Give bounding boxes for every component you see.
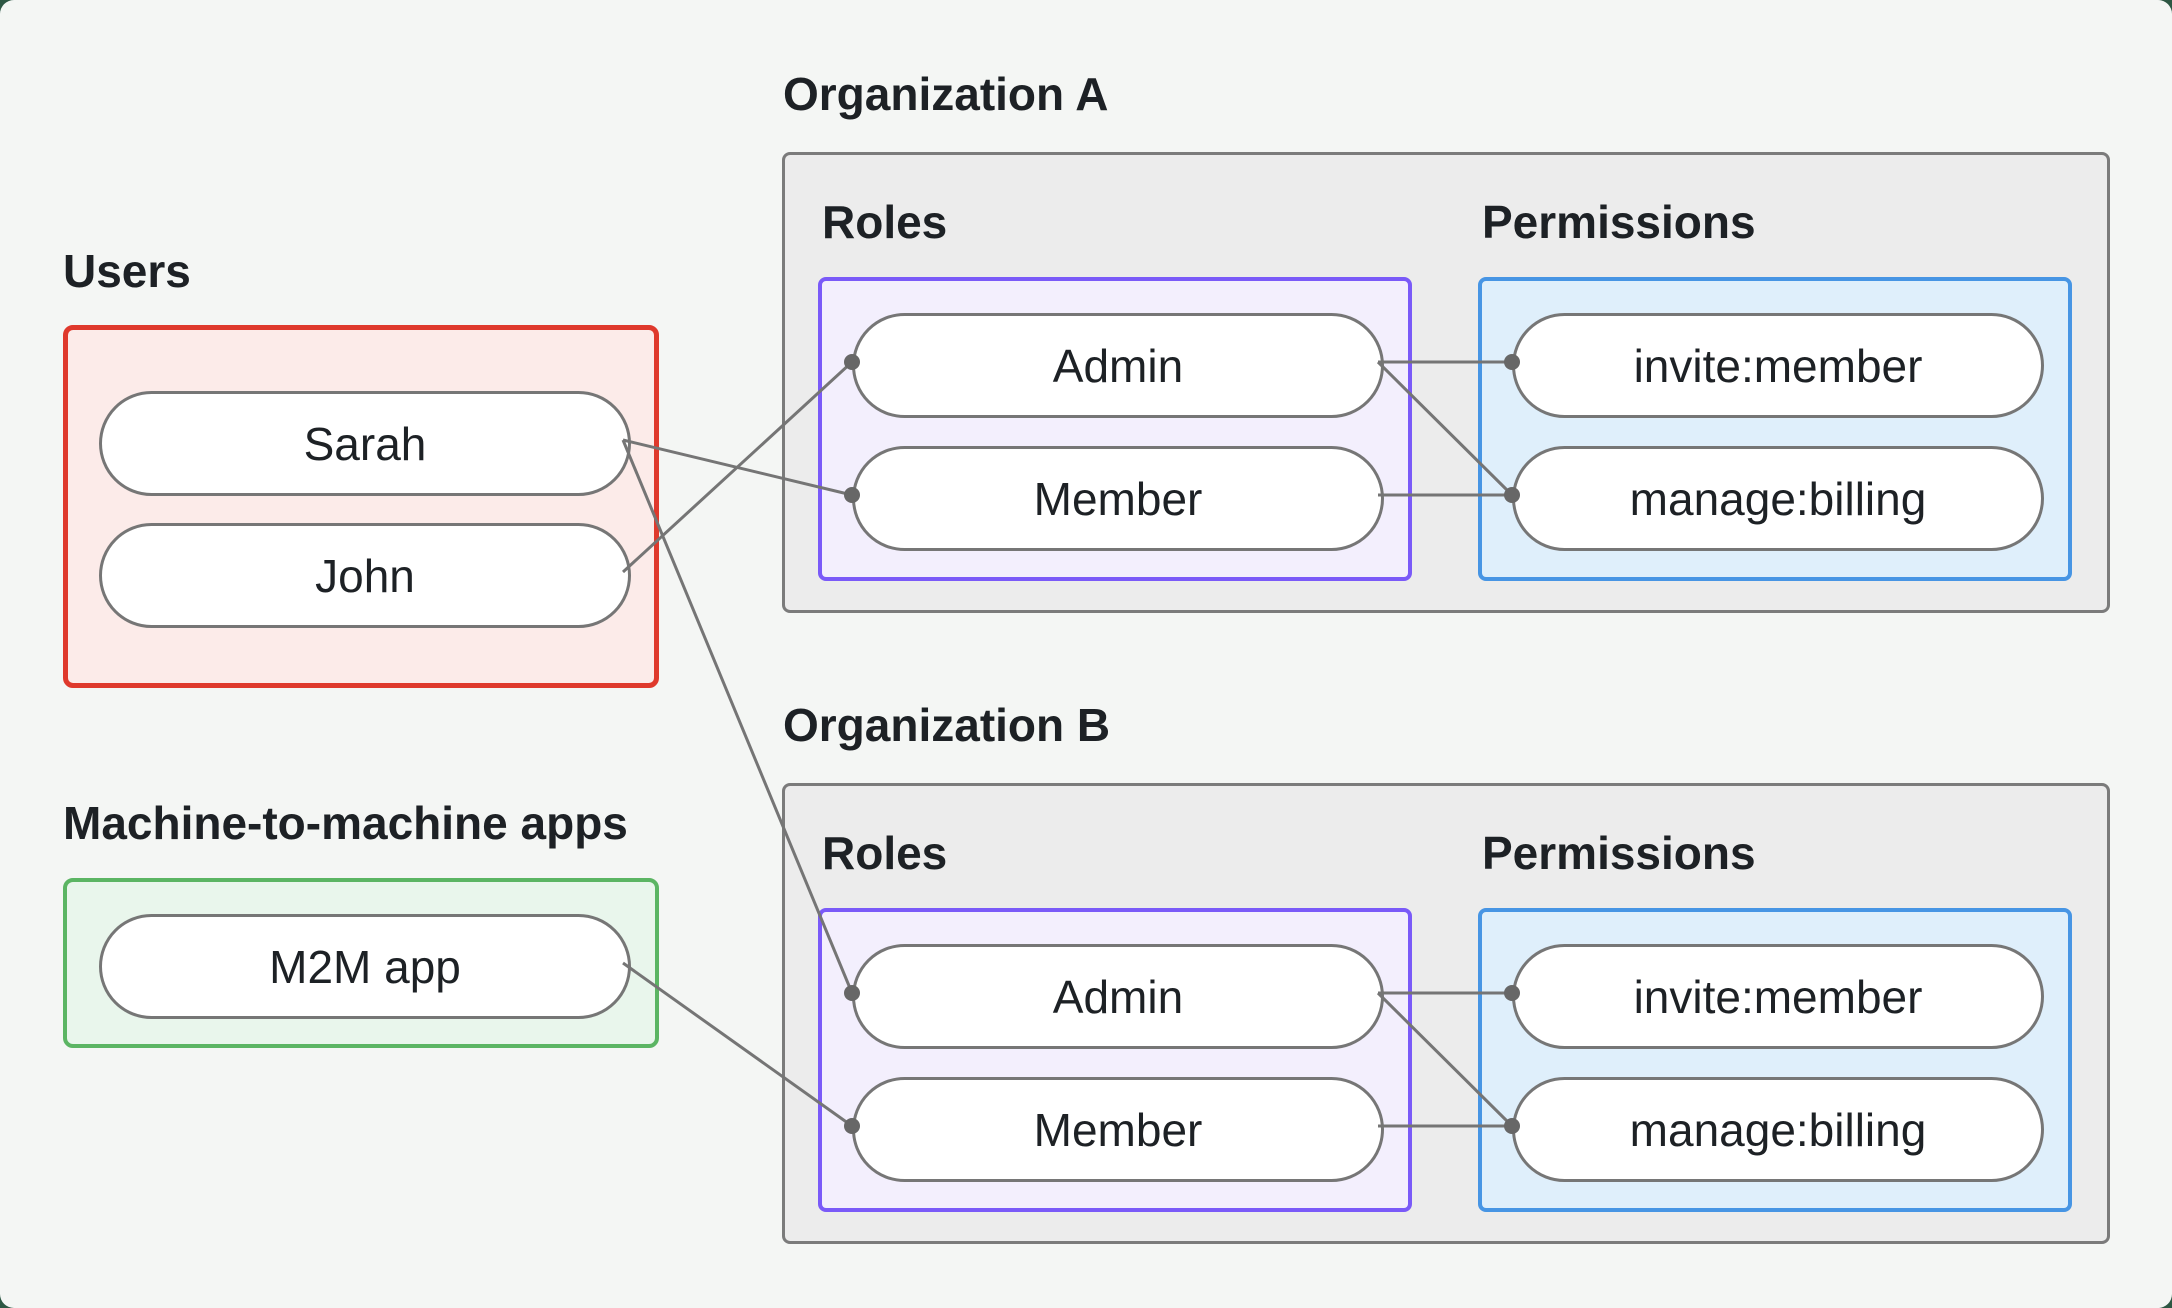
org-b-roles-label: Roles <box>822 827 948 879</box>
m2m-app-pill: M2M app <box>99 914 631 1019</box>
users-section-label: Users <box>63 245 191 297</box>
org-a-roles-box: Admin Member <box>818 277 1412 581</box>
users-box: Sarah John <box>63 325 659 688</box>
user-pill-sarah: Sarah <box>99 391 631 496</box>
org-b-title: Organization B <box>783 699 1111 751</box>
org-b-permission-billing: manage:billing <box>1512 1077 2044 1182</box>
org-b-box: Roles Permissions Admin Member invite:me… <box>782 783 2110 1244</box>
org-a-permission-billing-label: manage:billing <box>1629 472 1927 525</box>
user-pill-john-label: John <box>315 549 415 602</box>
org-b-permissions-label: Permissions <box>1482 827 1756 879</box>
org-a-title: Organization A <box>783 68 1109 120</box>
org-b-role-member-label: Member <box>1033 1103 1203 1156</box>
org-a-role-member: Member <box>852 446 1384 551</box>
org-a-permissions-box: invite:member manage:billing <box>1478 277 2072 581</box>
org-b-permission-invite-label: invite:member <box>1633 970 1923 1023</box>
org-b-role-admin: Admin <box>852 944 1384 1049</box>
org-a-role-admin-label: Admin <box>1052 339 1184 392</box>
org-b-permission-billing-label: manage:billing <box>1629 1103 1927 1156</box>
m2m-app-pill-label: M2M app <box>269 940 461 993</box>
org-b-role-member: Member <box>852 1077 1384 1182</box>
org-a-role-admin: Admin <box>852 313 1384 418</box>
org-a-permission-billing: manage:billing <box>1512 446 2044 551</box>
org-b-roles-box: Admin Member <box>818 908 1412 1212</box>
org-a-roles-label: Roles <box>822 196 948 248</box>
org-a-box: Roles Permissions Admin Member invite:me… <box>782 152 2110 613</box>
org-b-role-admin-label: Admin <box>1052 970 1184 1023</box>
org-a-permissions-label: Permissions <box>1482 196 1756 248</box>
m2m-section-label: Machine-to-machine apps <box>63 797 628 849</box>
org-a-permission-invite-label: invite:member <box>1633 339 1923 392</box>
m2m-box: M2M app <box>63 878 659 1048</box>
org-a-permission-invite: invite:member <box>1512 313 2044 418</box>
user-pill-john: John <box>99 523 631 628</box>
org-a-role-member-label: Member <box>1033 472 1203 525</box>
org-b-permissions-box: invite:member manage:billing <box>1478 908 2072 1212</box>
org-b-permission-invite: invite:member <box>1512 944 2044 1049</box>
user-pill-sarah-label: Sarah <box>303 417 427 470</box>
